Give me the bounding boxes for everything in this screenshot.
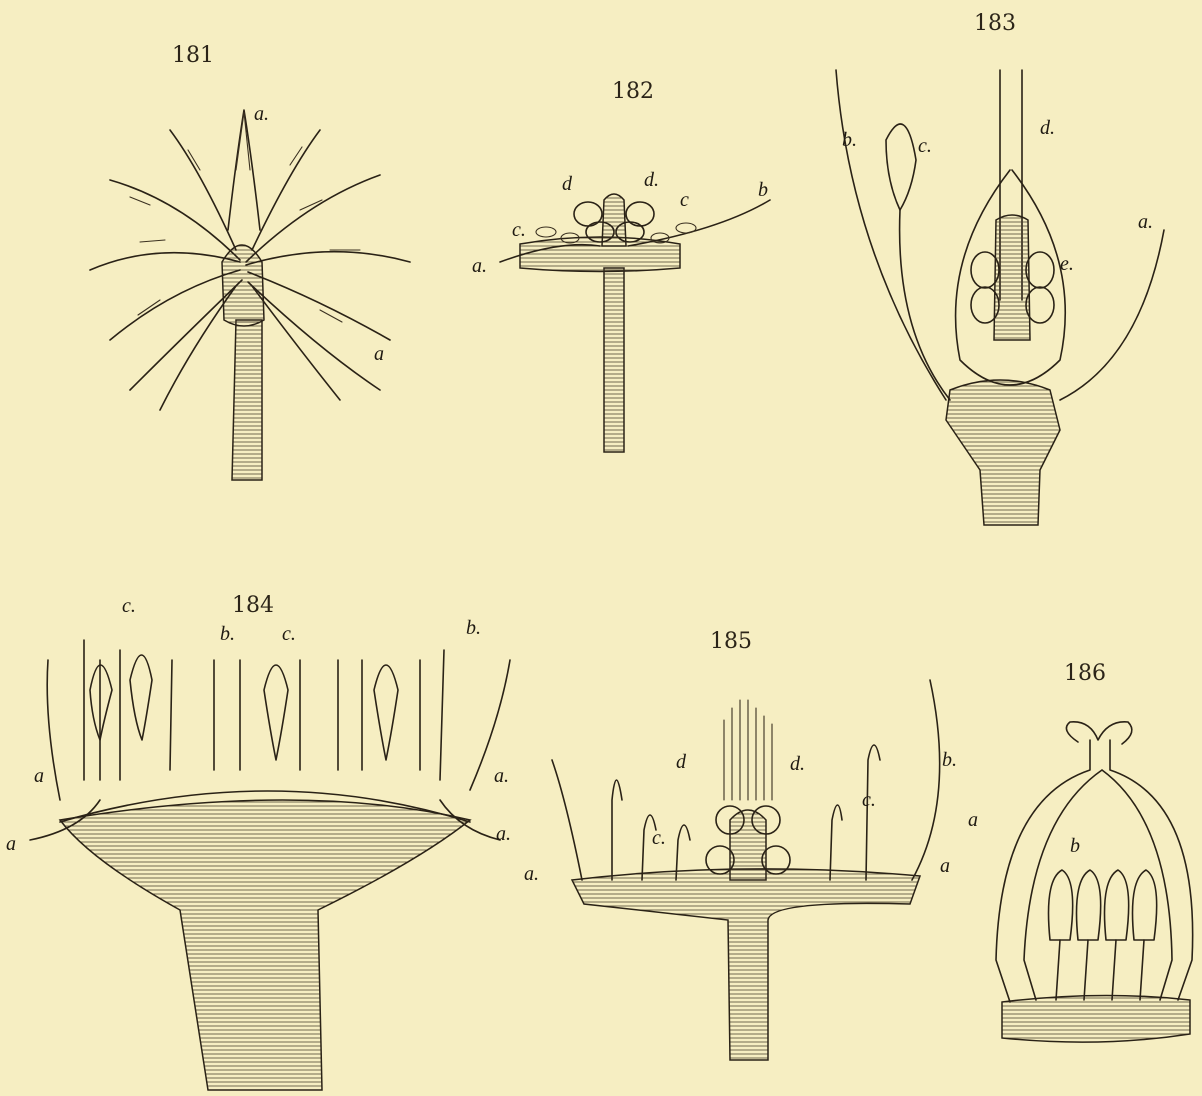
label-c: c — [680, 189, 689, 211]
anthers — [90, 655, 398, 760]
label-a: a. — [496, 823, 511, 845]
sepal-a-right — [1060, 230, 1164, 400]
label-d: d — [676, 751, 687, 773]
label-a: a — [34, 765, 44, 787]
receptacle-cup — [60, 800, 470, 1090]
label-d: d. — [1040, 117, 1055, 139]
central-bud — [228, 110, 260, 230]
label-d: d. — [790, 753, 805, 775]
ovary-wall-right — [1110, 740, 1193, 1000]
label-b: b. — [942, 749, 957, 771]
styles — [724, 700, 772, 800]
label-c: c. — [282, 623, 296, 645]
figure-number: 185 — [710, 629, 752, 654]
figure-number: 184 — [232, 593, 274, 618]
sepal-b-right — [912, 680, 940, 880]
stamen-anther — [886, 124, 916, 210]
label-c: c. — [862, 789, 876, 811]
label-a: a — [6, 833, 16, 855]
sepal-a-left — [552, 760, 582, 880]
ovary-wall-left — [996, 740, 1090, 1002]
label-a: a — [968, 809, 978, 831]
placenta — [994, 215, 1030, 340]
label-a: a. — [524, 863, 539, 885]
figure-182: 182 a. b c. c d d. — [472, 79, 770, 452]
label-b: b. — [842, 129, 857, 151]
label-e: e. — [1060, 253, 1074, 275]
figure-183: 183 b. c. d. a. e. — [836, 11, 1164, 525]
receptacle — [572, 869, 920, 1060]
label-c: c. — [512, 219, 526, 241]
receptacle-disk — [1002, 995, 1190, 1042]
figure-184: 184 c. b. c. b. a a. a a. — [6, 593, 511, 1090]
stem — [604, 268, 624, 452]
label-b: b — [758, 179, 768, 201]
label-c: c. — [918, 135, 932, 157]
sepal-b-left — [836, 70, 946, 400]
label-a: a. — [494, 765, 509, 787]
stigma — [1066, 722, 1131, 744]
figure-181: 181 a. a — [90, 43, 410, 480]
label-a: a. — [472, 255, 487, 277]
label-a: a — [374, 343, 384, 365]
label-a: a. — [1138, 211, 1153, 233]
pistil — [602, 194, 626, 246]
filaments — [47, 640, 510, 800]
figure-number: 183 — [974, 11, 1016, 36]
figure-number: 182 — [612, 79, 654, 104]
receptacle — [222, 245, 264, 326]
label-c: c. — [652, 827, 666, 849]
label-b: b — [1070, 835, 1080, 857]
pistil-column — [730, 810, 766, 880]
label-d: d. — [644, 169, 659, 191]
stamen-filament — [900, 210, 950, 400]
stem-base — [946, 380, 1060, 525]
label-d: d — [562, 173, 573, 195]
stem — [232, 320, 262, 480]
label-b: b. — [466, 617, 481, 639]
ovules — [1049, 870, 1157, 1000]
figure-number: 186 — [1064, 661, 1106, 686]
figure-185: 185 d d. b. c. c. a. a — [524, 629, 957, 1060]
figure-number: 181 — [172, 43, 214, 68]
label-b: b. — [220, 623, 235, 645]
label-a: a — [940, 855, 950, 877]
figure-186: 186 a b — [968, 661, 1193, 1042]
label-a: a. — [254, 103, 269, 125]
label-c: c. — [122, 595, 136, 617]
